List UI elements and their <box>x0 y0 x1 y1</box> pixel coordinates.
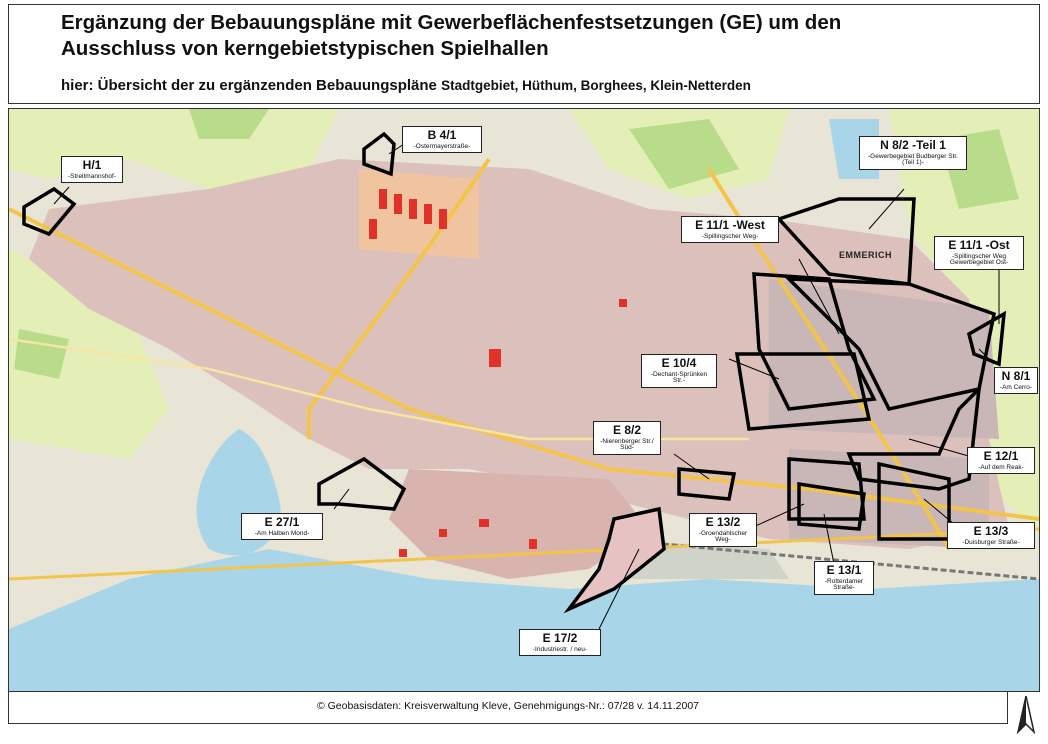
rhine-river <box>9 549 1039 691</box>
north-arrow-icon <box>1012 692 1040 738</box>
plan-outlines <box>22 131 1007 614</box>
main-road <box>9 527 1039 581</box>
outline-h1 <box>22 186 77 237</box>
label-e12-1[interactable]: E 12/1 -Auf dem Reak- <box>967 447 1035 475</box>
outline-e12-1 <box>846 384 982 491</box>
outline-b4-1 <box>362 131 396 177</box>
pond <box>132 599 193 629</box>
map-footer: © Geobasisdaten: Kreisverwaltung Kleve, … <box>8 692 1008 724</box>
main-road <box>9 207 1039 521</box>
label-e11-1-ost[interactable]: E 11/1 -Ost -Spillingscher Weg Gewerbege… <box>934 236 1024 271</box>
town-label-emmerich: EMMERICH <box>839 250 892 260</box>
field-area <box>889 109 1039 529</box>
label-e27-1[interactable]: E 27/1 -Am Halben Mond- <box>241 513 323 541</box>
map-canvas <box>9 109 1039 691</box>
label-n8-2-teil1[interactable]: N 8/2 -Teil 1 -Gewerbegebiet Budberger S… <box>859 136 967 171</box>
label-e10-4[interactable]: E 10/4 -Dechant-Sprünken Str.- <box>641 354 717 389</box>
outline-e10-4 <box>734 352 872 431</box>
outline-e17-2 <box>563 506 666 614</box>
map-header: Ergänzung der Bebauungspläne mit Gewerbe… <box>8 4 1040 104</box>
outline-e27-1 <box>317 456 407 511</box>
label-n8-1[interactable]: N 8/1 -Am Cerro- <box>994 367 1038 395</box>
field-area <box>9 109 339 189</box>
main-road <box>307 157 491 439</box>
label-e13-2[interactable]: E 13/2 -Groendahlscher Weg- <box>689 513 757 548</box>
outline-e13-2 <box>787 457 866 521</box>
outline-e13-1 <box>797 481 866 531</box>
label-e17-2[interactable]: E 17/2 -Industriestr. / neu- <box>519 629 601 657</box>
public-buildings <box>369 189 627 557</box>
field-area <box>9 249 169 459</box>
label-e11-1-west[interactable]: E 11/1 -West -Spillingscher Weg- <box>681 216 779 244</box>
barracks-area <box>359 169 479 259</box>
outline-e8-2 <box>677 467 737 501</box>
subtitle-areas: Stadtgebiet, Hüthum, Borghees, Klein-Net… <box>441 78 751 93</box>
copyright-notice: © Geobasisdaten: Kreisverwaltung Kleve, … <box>316 700 700 712</box>
forest-area <box>189 109 269 139</box>
label-b4-1[interactable]: B 4/1 -Ostermayerstraße- <box>402 126 482 154</box>
subtitle-main: hier: Übersicht der zu ergänzenden Bebau… <box>61 77 437 94</box>
label-e13-3[interactable]: E 13/3 -Duisburger Straße- <box>947 522 1035 550</box>
label-e13-1[interactable]: E 13/1 -Rotterdamer Straße- <box>814 561 874 596</box>
subtitle: hier: Übersicht der zu ergänzenden Bebau… <box>61 77 751 94</box>
title-line-2: Ausschluss von kerngebietstypischen Spie… <box>61 37 549 60</box>
main-road <box>707 167 951 550</box>
outline-n8-1 <box>966 310 1007 367</box>
map-area[interactable]: EMMERICH H/1 -Streitmannshof- B 4/1 -Ost… <box>8 108 1040 692</box>
title-line-1: Ergänzung der Bebauungspläne mit Gewerbe… <box>61 11 842 34</box>
label-e8-2[interactable]: E 8/2 -Nierenberger Str./ Süd- <box>593 421 661 456</box>
outline-n8-2 <box>775 197 916 286</box>
label-h1[interactable]: H/1 -Streitmannshof- <box>61 156 123 184</box>
